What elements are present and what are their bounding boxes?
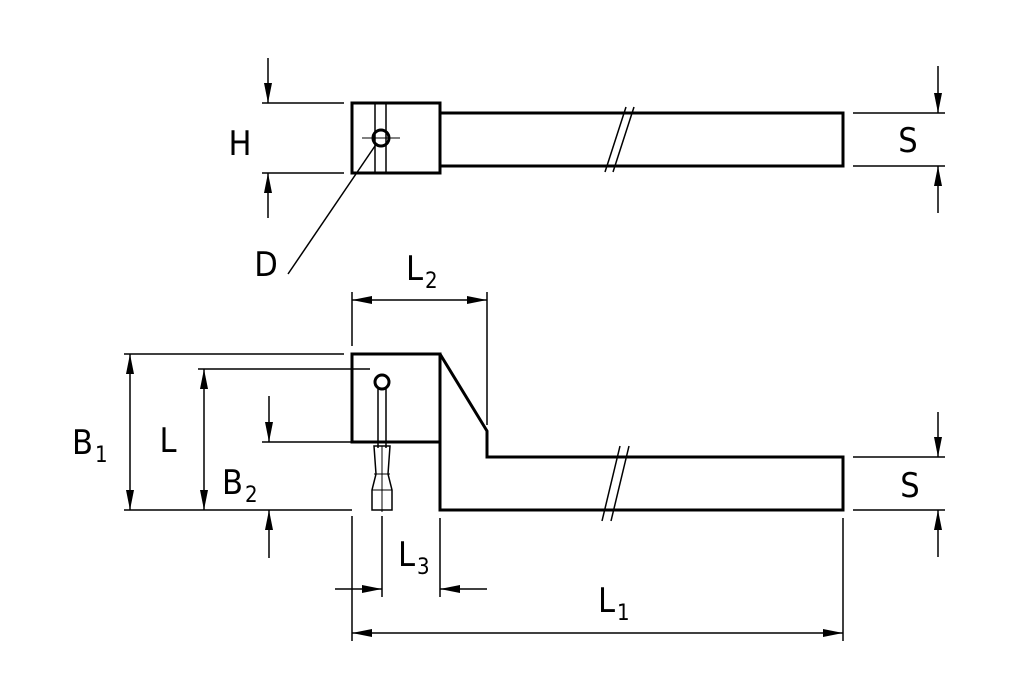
front-view-body <box>438 353 845 512</box>
front-view-break-line-2 <box>610 445 630 522</box>
b2-label: B2 <box>222 463 258 508</box>
clamping-pin <box>371 373 393 512</box>
pin-body <box>371 445 393 511</box>
top-view-head <box>350 101 442 175</box>
front-view-break-line-1 <box>601 445 621 522</box>
l3-label: L3 <box>398 535 430 580</box>
s-top-label: S <box>898 121 917 161</box>
l1-label: L1 <box>598 581 630 626</box>
top-view-break-line-1 <box>604 106 627 173</box>
s-bottom-label: S <box>900 466 919 506</box>
pin-ring <box>373 373 391 391</box>
front-view: B1 L B2 S L2 L3 L1 <box>72 249 945 641</box>
b1-label: B1 <box>72 423 108 468</box>
d-leader <box>287 142 378 275</box>
front-view-head <box>350 352 442 444</box>
h-label: H <box>228 124 251 164</box>
l2-label: L2 <box>406 249 438 294</box>
d-label: D <box>254 245 278 285</box>
top-view-break-line-2 <box>612 106 635 173</box>
l-label: L <box>159 421 176 461</box>
top-view-shaft <box>440 111 845 168</box>
top-view: H S D <box>228 58 945 285</box>
